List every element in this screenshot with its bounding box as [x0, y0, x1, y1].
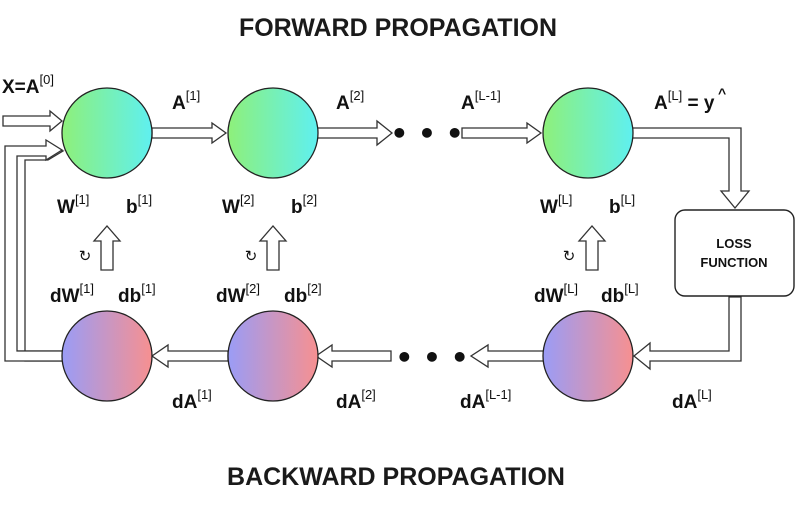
forward-activation-label-L-1: A[L-1]	[461, 88, 501, 114]
forward-node-1	[61, 87, 153, 179]
forward-ellipsis: • • •	[390, 117, 463, 150]
backward-activation-label-L-1: dA[L-1]	[460, 387, 511, 413]
weight-gradient-label-L: dW[L]	[534, 281, 578, 307]
update-cycle-icon-L: ↻	[563, 247, 576, 265]
loss-function-label-line2: FUNCTION	[700, 255, 767, 270]
forward-node-L	[542, 87, 634, 179]
weight-gradient-label-2: dW[2]	[216, 281, 260, 307]
input-label: X=A[0]	[2, 72, 54, 98]
backward-activation-label-1: dA[1]	[172, 387, 212, 413]
yhat-hat-mark: ^	[718, 85, 726, 101]
update-cycle-icon-2: ↻	[245, 247, 258, 265]
bias-label-2: b[2]	[291, 192, 317, 218]
backward-ellipsis: • • •	[395, 341, 468, 374]
update-arrow-2	[258, 225, 288, 271]
backward-node-1	[61, 310, 153, 402]
forward-activation-label-L: A[L] = y	[654, 88, 715, 114]
loss-to-backward-arrow	[632, 296, 742, 371]
update-arrow-1	[92, 225, 122, 271]
weight-label-1: W[1]	[57, 192, 89, 218]
loss-function-box	[674, 209, 795, 297]
backward-propagation-title: BACKWARD PROPAGATION	[227, 463, 565, 491]
output-to-loss-arrow	[631, 127, 751, 210]
backward-arrow-ellipsis-2	[314, 343, 392, 369]
input-arrow	[2, 109, 64, 133]
weight-gradient-label-1: dW[1]	[50, 281, 94, 307]
update-cycle-icon-1: ↻	[79, 247, 92, 265]
backward-activation-label-L: dA[L]	[672, 387, 712, 413]
bias-label-1: b[1]	[126, 192, 152, 218]
weight-label-2: W[2]	[222, 192, 254, 218]
bias-gradient-label-1: db[1]	[118, 281, 156, 307]
backward-arrow-2-1	[150, 343, 229, 369]
update-arrow-L	[577, 225, 607, 271]
forward-activation-label-2: A[2]	[336, 88, 364, 114]
weight-label-L: W[L]	[540, 192, 572, 218]
backward-node-2	[227, 310, 319, 402]
bias-label-L: b[L]	[609, 192, 635, 218]
forward-node-2	[227, 87, 319, 179]
backward-activation-label-2: dA[2]	[336, 387, 376, 413]
bias-gradient-label-L: db[L]	[601, 281, 639, 307]
loss-function-label-line1: LOSS	[716, 236, 752, 251]
feedback-loop-arrow	[14, 146, 65, 362]
forward-activation-label-1: A[1]	[172, 88, 200, 114]
backward-node-L	[542, 310, 634, 402]
forward-arrow-2-ellipsis	[315, 119, 394, 147]
bias-gradient-label-2: db[2]	[284, 281, 322, 307]
backward-arrow-L-ellipsis	[469, 343, 546, 369]
feedback-loop-inner-arrow	[4, 138, 64, 362]
forward-arrow-ellipsis-L	[461, 121, 543, 145]
forward-arrow-1-2	[151, 121, 228, 145]
forward-propagation-title: FORWARD PROPAGATION	[239, 14, 557, 42]
